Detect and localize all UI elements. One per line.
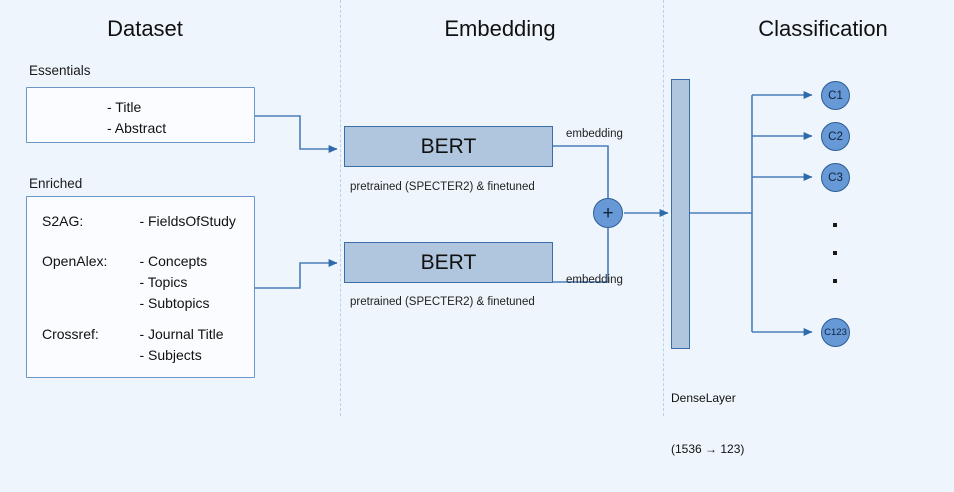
dense-layer-bar[interactable] [671,79,690,349]
dense-layer-name: DenseLayer [671,391,736,405]
bert-encoder-top-label: BERT [420,134,477,158]
concat-add-node[interactable]: + [593,198,623,228]
class-node-label: C3 [828,171,843,184]
class-node-c2[interactable]: C2 [821,122,850,151]
enriched-box[interactable]: S2AG: - FieldsOfStudy OpenAlex: - Concep… [26,196,255,378]
class-node-label: C123 [824,327,847,338]
essentials-items: - Title - Abstract [107,99,167,136]
dense-layer-caption: DenseLayer (1536 → 123) [671,356,744,492]
bert-encoder-bottom[interactable]: BERT [344,242,553,283]
ellipsis-dot [833,251,837,255]
section-title-embedding: Embedding [444,16,556,41]
ellipsis-dot [833,223,837,227]
diagram-canvas: Dataset Embedding Classification Essenti… [26,0,888,456]
enriched-fields: - Journal Title - Subjects [139,326,224,363]
enriched-source-label: Crossref: [42,326,99,342]
essentials-box[interactable]: - Title - Abstract [26,87,255,143]
class-node-label: C2 [828,130,843,143]
embedding-label-bottom: embedding [566,274,623,286]
bert-encoder-bottom-caption: pretrained (SPECTER2) & finetuned [350,296,535,308]
embedding-label-top: embedding [566,128,623,140]
plus-icon: + [602,202,614,224]
ellipsis-dot [833,279,837,283]
class-node-c3[interactable]: C3 [821,163,850,192]
enriched-row-crossref: Crossref: - Journal Title - Subjects [42,324,224,366]
enriched-source-label: OpenAlex: [42,253,108,269]
enriched-row-openalex: OpenAlex: - Concepts - Topics - Subtopic… [42,251,210,314]
section-divider-2 [663,0,664,416]
section-title-dataset: Dataset [107,16,183,41]
wire-enriched-to-bert [255,259,338,289]
wire-essentials-to-bert [255,115,338,153]
class-node-c123[interactable]: C123 [821,318,850,347]
bert-encoder-bottom-label: BERT [420,250,477,274]
enriched-row-s2ag: S2AG: - FieldsOfStudy [42,211,236,232]
class-node-c1[interactable]: C1 [821,81,850,110]
wire-bert-top-to-plus [553,145,609,198]
enriched-label: Enriched [29,176,83,191]
section-divider-1 [340,0,341,416]
essentials-label: Essentials [29,63,91,78]
enriched-fields: - FieldsOfStudy [139,213,236,229]
section-title-classification: Classification [758,16,888,41]
dense-layer-shape: (1536 → 123) [671,442,745,456]
bert-encoder-top[interactable]: BERT [344,126,553,167]
bert-encoder-top-caption: pretrained (SPECTER2) & finetuned [350,181,535,193]
class-node-label: C1 [828,89,843,102]
enriched-source-label: S2AG: [42,213,84,229]
enriched-fields: - Concepts - Topics - Subtopics [139,253,210,311]
